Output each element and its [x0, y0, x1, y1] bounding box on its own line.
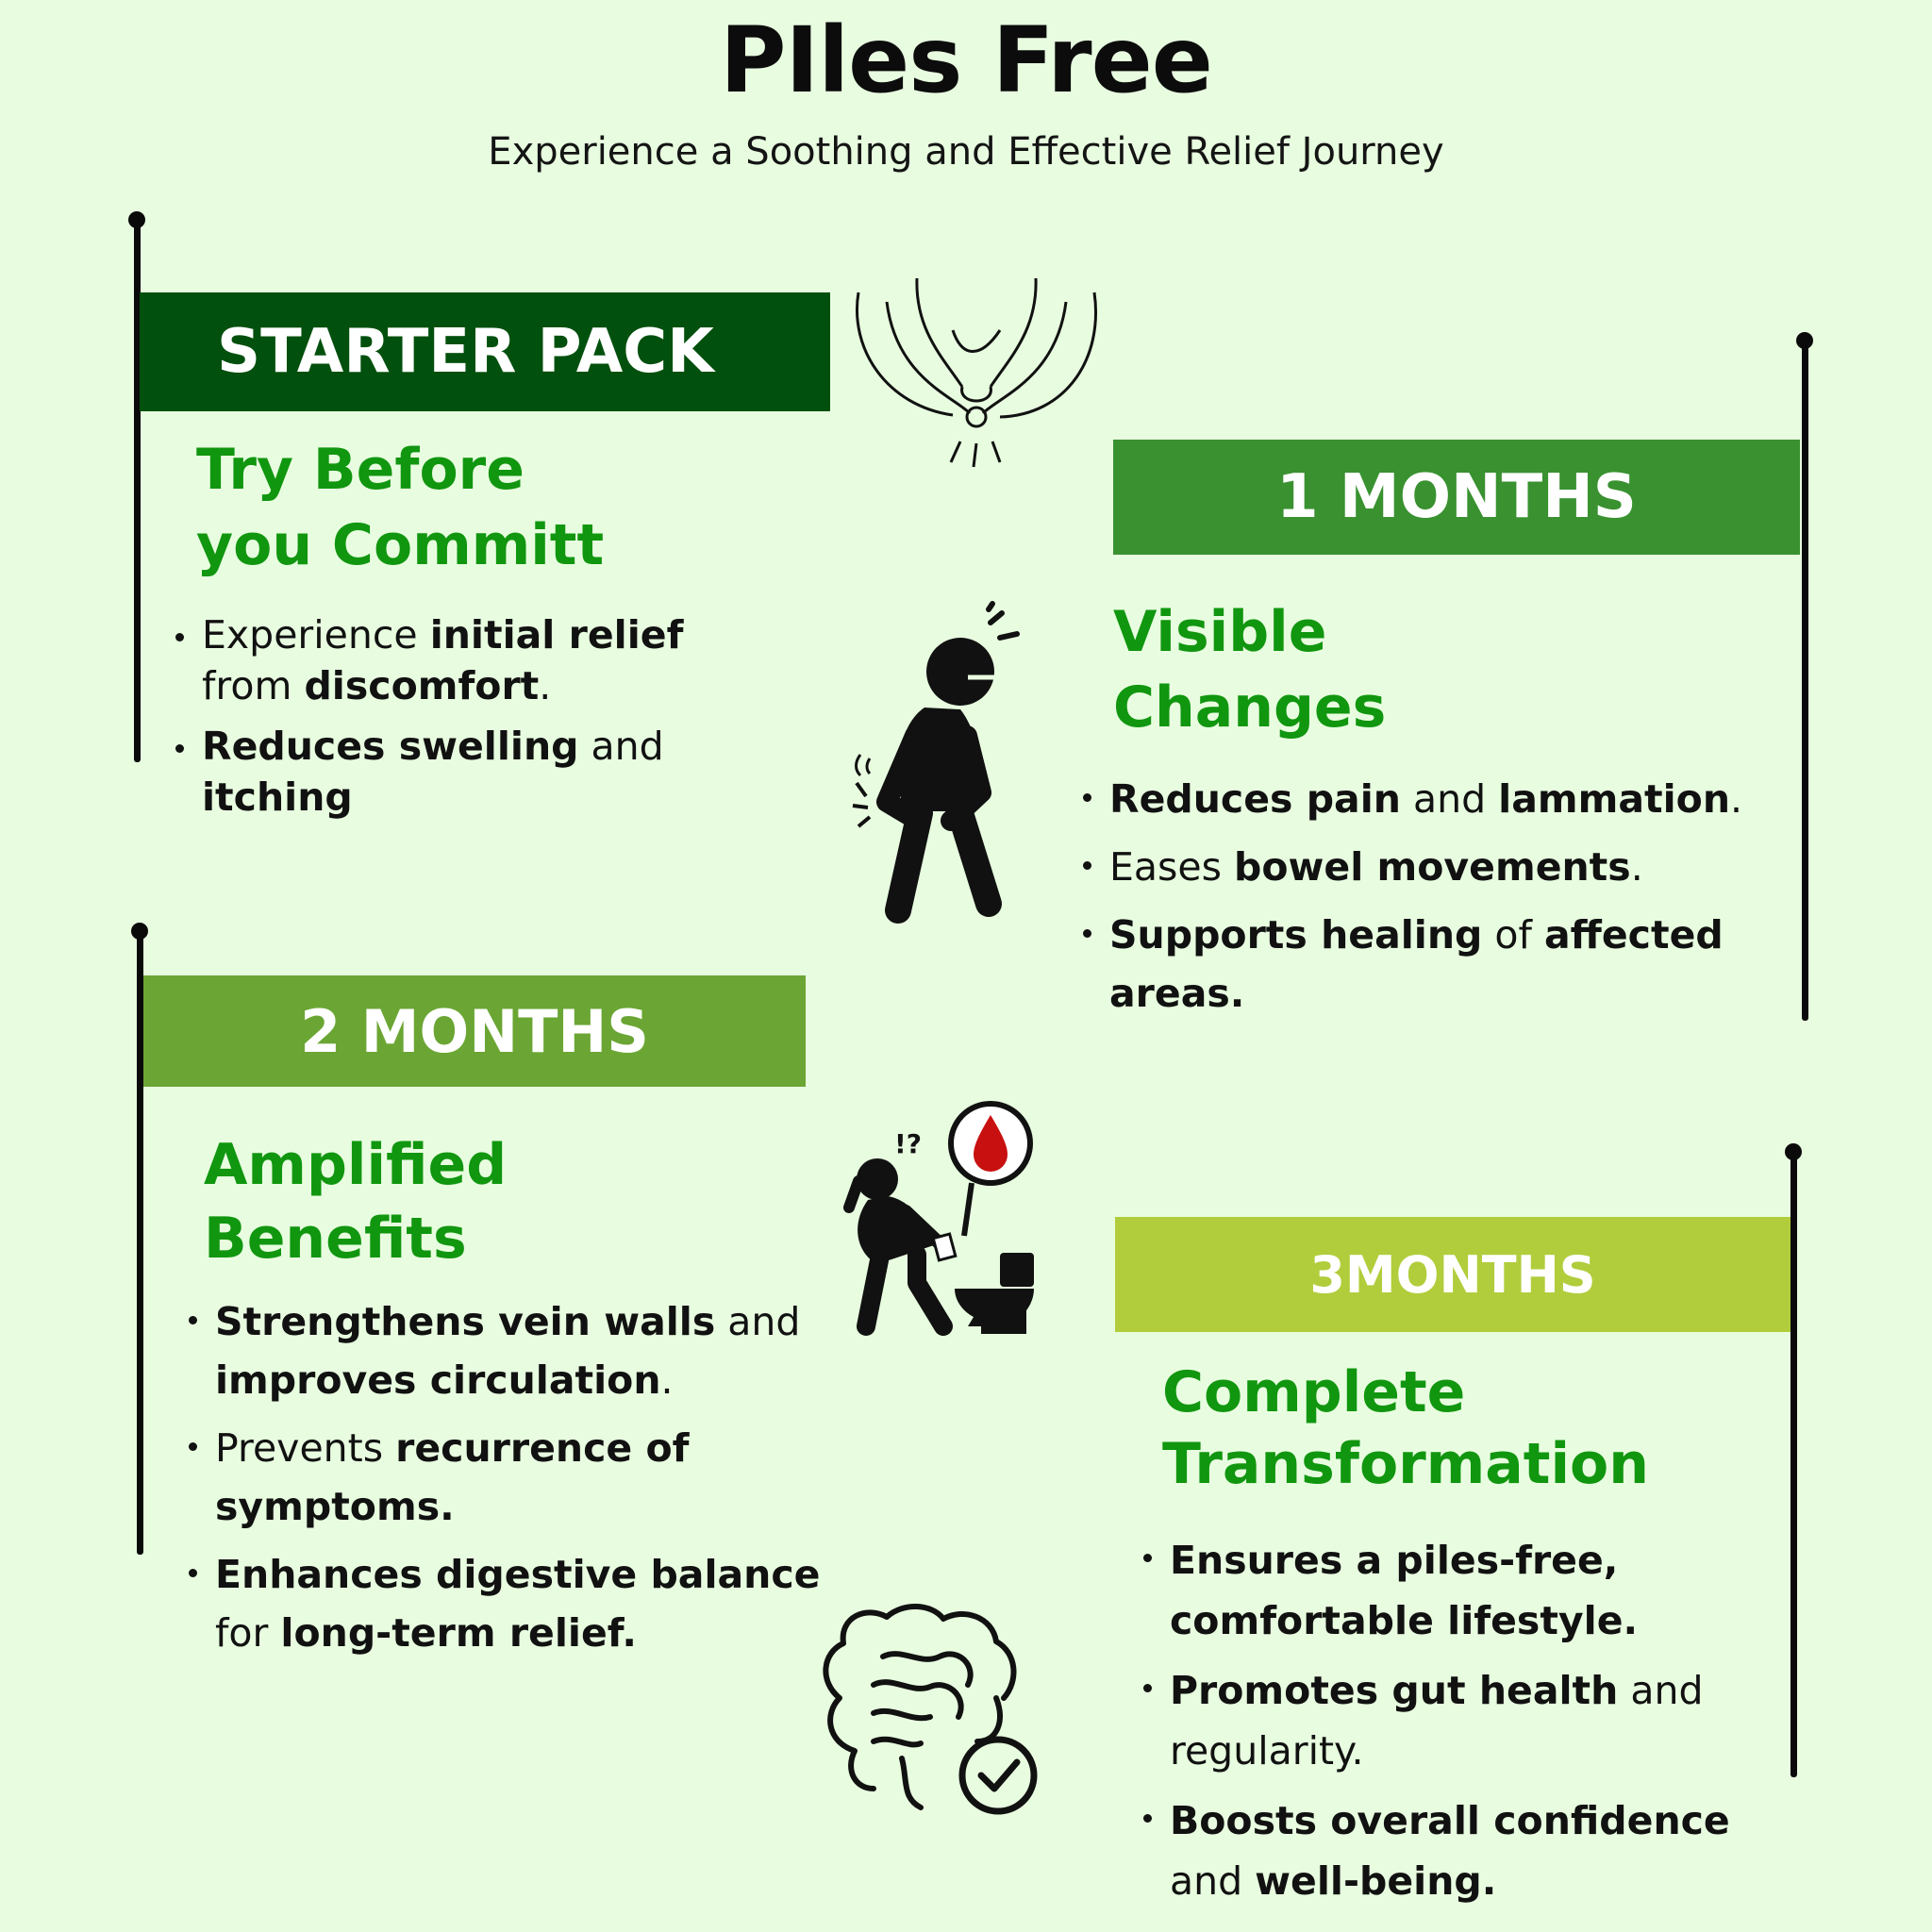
bullet-item: Strengthens vein walls and improves circ… [189, 1292, 830, 1409]
bullet-item: Reduces swelling and itching [175, 721, 779, 823]
bullet-bold-text: Ensures a piles-free, comfortable lifest… [1170, 1538, 1639, 1643]
healthy-intestine-check-icon [817, 1600, 1043, 1817]
stage-heading-month1: Visible Changes [1113, 599, 1387, 741]
stage-label-starter: STARTER PACK [217, 317, 714, 387]
bullet-item: Ensures a piles-free, comfortable lifest… [1143, 1530, 1785, 1651]
bullet-item: Eases bowel movements. [1083, 838, 1796, 896]
bullet-text: and [578, 724, 664, 769]
bullet-item: Enhances digestive balance for long-term… [189, 1545, 830, 1662]
stage-banner-month1: 1 MONTHS [1113, 440, 1800, 555]
stage-bullets-month3: Ensures a piles-free, comfortable lifest… [1143, 1530, 1785, 1921]
bullet-text: and [1400, 776, 1499, 822]
timeline-pole-month3 [1790, 1153, 1797, 1777]
bullet-text: and [715, 1299, 801, 1344]
bullet-item: Promotes gut health and regularity. [1143, 1660, 1785, 1781]
stage-banner-month2: 2 MONTHS [143, 975, 806, 1087]
timeline-pole-dot-starter [128, 211, 145, 228]
stage-heading-month2: Amplified Benefits [204, 1132, 508, 1272]
bullet-bold-text: improves circulation [215, 1357, 661, 1403]
svg-text:!?: !? [894, 1128, 922, 1159]
anatomy-outline-icon [849, 274, 1104, 481]
bullet-bold-text: initial relief [429, 612, 684, 658]
stage-bullets-starter: Experience initial relief from discomfor… [175, 609, 779, 832]
stage-bullets-month1: Reduces pain and lammation.Eases bowel m… [1083, 770, 1796, 1032]
bullet-item: Prevents recurrence of symptoms. [189, 1419, 830, 1536]
bullet-text: of [1482, 912, 1544, 958]
stage-heading-starter: Try Before you Committ [196, 437, 605, 578]
bullet-bold-text: Enhances digestive balance [215, 1552, 821, 1597]
bullet-text: . [539, 663, 552, 708]
toilet-blood-icon: !? [830, 1094, 1057, 1340]
bullet-item: Reduces pain and lammation. [1083, 770, 1796, 828]
stage-banner-month3: 3MONTHS [1115, 1217, 1790, 1332]
stage-banner-starter: STARTER PACK [140, 292, 830, 411]
bullet-item: Boosts overall confidence and well-being… [1143, 1790, 1785, 1911]
bullet-text: . [1730, 776, 1743, 822]
timeline-pole-month1 [1802, 341, 1808, 1021]
bullet-bold-text: Reduces pain [1109, 776, 1401, 822]
bullet-bold-text: affected areas. [1109, 912, 1724, 1016]
bullet-text: and [1170, 1858, 1256, 1904]
bullet-text: Eases [1109, 844, 1235, 890]
stage-label-month2: 2 MONTHS [300, 996, 649, 1066]
timeline-pole-dot-month3 [1785, 1143, 1802, 1160]
stage-label-month3: 3MONTHS [1309, 1244, 1596, 1305]
bullet-text: Experience [202, 612, 430, 658]
page-title: PIles Free [720, 8, 1213, 113]
bullet-bold-text: well-being. [1255, 1858, 1497, 1904]
bullet-bold-text: Promotes gut health [1170, 1668, 1619, 1713]
bullet-text: . [1630, 844, 1643, 890]
bullet-bold-text: recurrence of symptoms. [215, 1425, 690, 1529]
bullet-item: Experience initial relief from discomfor… [175, 609, 779, 711]
bullet-text: . [660, 1357, 674, 1403]
bullet-bold-text: Supports healing [1109, 912, 1483, 958]
bullet-text: from [202, 663, 305, 708]
bullet-bold-text: bowel movements [1234, 844, 1631, 890]
stage-bullets-month2: Strengthens vein walls and improves circ… [189, 1292, 830, 1672]
timeline-pole-month2 [137, 930, 143, 1555]
stage-heading-month3: Complete Transformation [1162, 1359, 1649, 1497]
bullet-text: for [215, 1610, 281, 1656]
bullet-bold-text: Boosts overall confidence [1170, 1798, 1730, 1843]
bullet-bold-text: long-term relief. [280, 1610, 637, 1656]
timeline-pole-dot-month1 [1796, 332, 1813, 349]
stage-label-month1: 1 MONTHS [1276, 462, 1637, 532]
timeline-pole-starter [134, 219, 141, 762]
bullet-text: Prevents [215, 1425, 396, 1471]
timeline-pole-dot-month2 [131, 923, 148, 940]
bullet-item: Supports healing of affected areas. [1083, 906, 1796, 1023]
bullet-bold-text: discomfort [304, 663, 540, 708]
person-in-pain-icon [849, 601, 1038, 924]
bullet-text: and regularity. [1170, 1668, 1704, 1774]
bullet-bold-text: itching [202, 774, 353, 820]
bullet-bold-text: lammation [1498, 776, 1731, 822]
bullet-bold-text: Strengthens vein walls [215, 1299, 716, 1344]
bullet-bold-text: Reduces swelling [202, 724, 579, 769]
page-subtitle: Experience a Soothing and Effective Reli… [488, 130, 1444, 174]
